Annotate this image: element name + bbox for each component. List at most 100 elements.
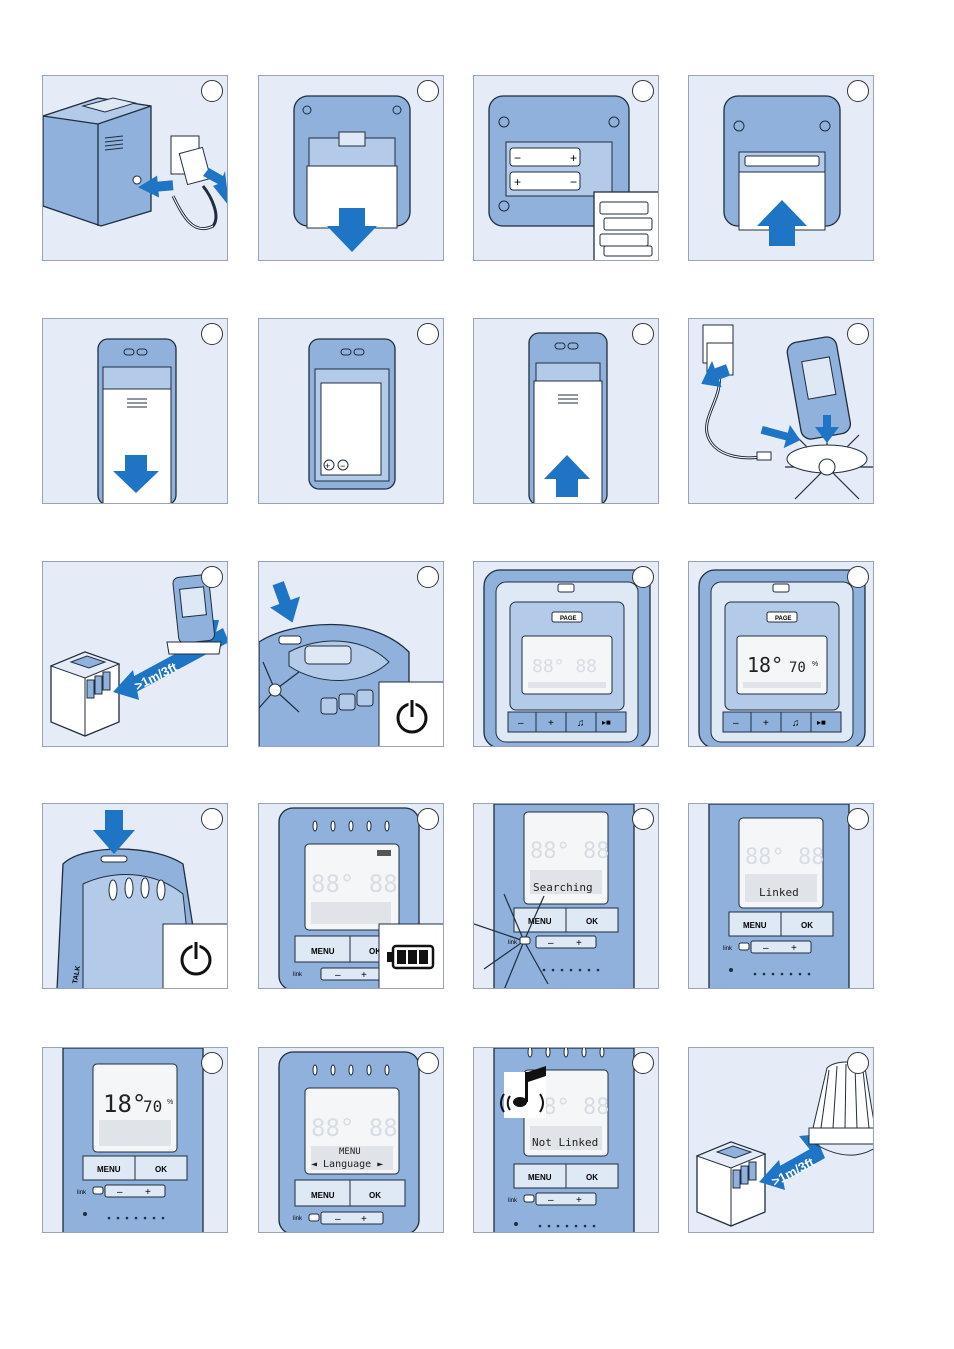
- minus-button-label: –: [335, 970, 341, 981]
- menu-button-label: MENU: [311, 1191, 335, 1200]
- plus-button-label: +: [361, 970, 367, 981]
- ok-button-label: OK: [155, 1165, 167, 1174]
- not-linked-alarm-illustration: 88° 88 Not Linked MENU OK link – +: [474, 1048, 659, 1233]
- lcd-humidity: 70: [143, 1097, 162, 1116]
- svg-text:+: +: [514, 175, 521, 189]
- menu-button-label: MENU: [743, 921, 767, 930]
- step-number-badge: [632, 566, 654, 588]
- svg-text:+: +: [325, 461, 330, 471]
- lcd-dim-digits: 88° 88: [311, 870, 398, 898]
- step-number-badge: [417, 566, 439, 588]
- step-number-badge: [847, 1052, 869, 1074]
- page-button-label: PAGE: [775, 616, 792, 622]
- step-number-badge: [417, 323, 439, 345]
- step-number-badge: [417, 808, 439, 830]
- lcd-humidity: 70: [789, 660, 806, 676]
- plus-button-label: +: [763, 718, 769, 729]
- lcd-percent: %: [812, 661, 818, 668]
- lcd-dim-digits: 88° 88: [311, 1114, 398, 1142]
- step-panel-7: [473, 318, 659, 504]
- charging-cradle-illustration: [689, 319, 874, 504]
- svg-text:−: −: [514, 151, 521, 165]
- step-number-badge: [847, 80, 869, 102]
- lcd-linked-status: Linked: [759, 886, 799, 899]
- lcd-temperature: 18°: [103, 1090, 146, 1118]
- step-panel-6: +−: [258, 318, 444, 504]
- lcd-percent: %: [167, 1099, 173, 1106]
- step-panel-5: [42, 318, 228, 504]
- link-label: link: [293, 1216, 303, 1222]
- step-panel-8: [688, 318, 874, 504]
- lcd-dim-digits: 88° 88: [530, 839, 609, 864]
- parent-unit-front-illustration: PAGE 88° 88 – + ♫ ▸■: [474, 562, 659, 747]
- music-icon: ♫: [792, 718, 800, 729]
- step-number-badge: [632, 1052, 654, 1074]
- step-number-badge: [201, 323, 223, 345]
- battery-cover-close-illustration: [689, 76, 874, 261]
- lcd-dim-digits: 88° 88: [532, 656, 597, 677]
- step-panel-14: 88° 88 MENU OK link – +: [258, 803, 444, 989]
- minus-button-label: –: [117, 1187, 123, 1198]
- minus-button-label: –: [548, 938, 554, 949]
- page-button-label: PAGE: [560, 616, 577, 622]
- menu-button-label: MENU: [97, 1165, 121, 1174]
- minus-button-label: –: [548, 1195, 554, 1206]
- lcd-menu-title: MENU: [339, 1147, 361, 1157]
- step-panel-9: >1m/3ft: [42, 561, 228, 747]
- step-number-badge: [417, 1052, 439, 1074]
- step-panel-1: [42, 75, 228, 261]
- searching-display-illustration: 88° 88 Searching MENU OK link – +: [474, 804, 659, 989]
- step-number-badge: [847, 808, 869, 830]
- battery-cover-remove-illustration: [259, 76, 444, 261]
- parent-unit-cover-close-illustration: [474, 319, 659, 504]
- svg-text:−: −: [340, 461, 345, 471]
- music-icon: ♫: [577, 718, 585, 729]
- lcd-searching-status: Searching: [533, 881, 593, 894]
- linked-display-illustration: 88° 88 Linked MENU OK link – +: [689, 804, 874, 989]
- plus-button-label: +: [576, 938, 582, 949]
- step-panel-2: [258, 75, 444, 261]
- lcd-menu-language: ◄ Language ►: [311, 1159, 383, 1170]
- step-number-badge: [201, 808, 223, 830]
- step-panel-12: PAGE 18° 70 % – + ♫ ▸■: [688, 561, 874, 747]
- lcd-not-linked-status: Not Linked: [532, 1136, 598, 1149]
- parent-unit-battery-pack-illustration: +−: [259, 319, 444, 504]
- step-panel-13: TALK: [42, 803, 228, 989]
- menu-language-display-illustration: 88° 88 MENU ◄ Language ► MENU OK link – …: [259, 1048, 444, 1233]
- parent-unit-display-temperature-illustration: PAGE 18° 70 % – + ♫ ▸■: [689, 562, 874, 747]
- link-label: link: [293, 972, 303, 978]
- distance-placement-illustration: >1m/3ft: [43, 562, 228, 747]
- step-panel-18: 88° 88 MENU ◄ Language ► MENU OK link – …: [258, 1047, 444, 1233]
- battery-full-illustration: 88° 88 MENU OK link – +: [259, 804, 444, 989]
- baby-unit-adapter-illustration: [43, 76, 228, 261]
- parent-unit-cover-remove-illustration: [43, 319, 228, 504]
- distance-label: >1m/3ft: [132, 659, 180, 693]
- lcd-temperature: 18°: [747, 653, 783, 677]
- step-panel-10: [258, 561, 444, 747]
- step-panel-19: 88° 88 Not Linked MENU OK link – +: [473, 1047, 659, 1233]
- minus-button-label: –: [733, 718, 739, 729]
- link-label: link: [508, 1198, 518, 1204]
- link-label: link: [508, 940, 518, 946]
- step-panel-11: PAGE 88° 88 – + ♫ ▸■: [473, 561, 659, 747]
- link-label: link: [77, 1190, 87, 1196]
- plus-button-label: +: [361, 1214, 367, 1225]
- step-panel-20: >1m/3ft: [688, 1047, 874, 1233]
- ok-button-label: OK: [801, 921, 813, 930]
- step-number-badge: [417, 80, 439, 102]
- linked-temperature-display-illustration: 18° 70 % MENU OK link – +: [43, 1048, 228, 1233]
- step-number-badge: [847, 323, 869, 345]
- play-stop-icon: ▸■: [602, 718, 611, 727]
- ok-button-label: OK: [369, 1191, 381, 1200]
- minus-button-label: –: [335, 1214, 341, 1225]
- parent-unit-power-on-illustration: TALK: [43, 804, 228, 989]
- minus-button-label: –: [763, 943, 769, 954]
- baby-unit-cot-distance-illustration: >1m/3ft: [689, 1048, 874, 1233]
- step-panel-4: [688, 75, 874, 261]
- lcd-dim-digits: 88° 88: [745, 845, 824, 870]
- insert-batteries-illustration: −+ +−: [474, 76, 659, 261]
- step-panel-17: 18° 70 % MENU OK link – +: [42, 1047, 228, 1233]
- link-label: link: [723, 946, 733, 952]
- menu-button-label: MENU: [528, 1173, 552, 1182]
- step-panel-15: 88° 88 Searching MENU OK link – +: [473, 803, 659, 989]
